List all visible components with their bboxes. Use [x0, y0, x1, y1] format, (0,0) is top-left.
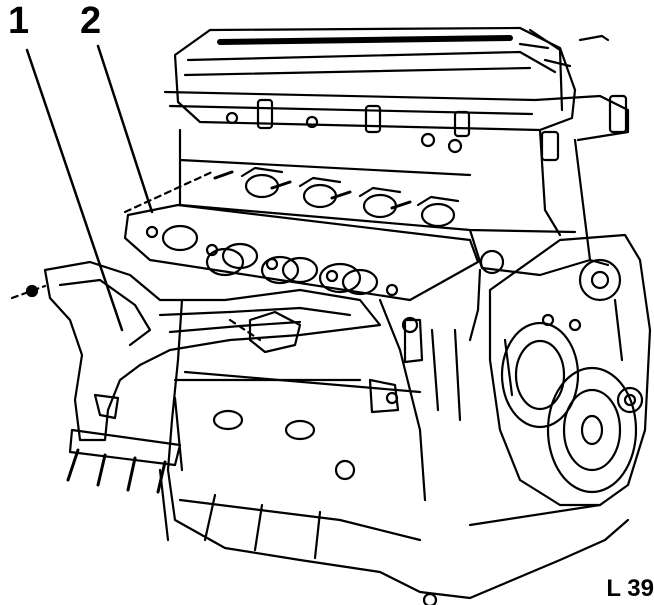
- callout-1: 1: [8, 0, 30, 42]
- valve-cover: [163, 26, 630, 162]
- cylinder-head: [178, 128, 610, 277]
- oil-pan: [158, 370, 630, 605]
- engine-block: [166, 268, 482, 502]
- callout-2: 2: [80, 0, 102, 42]
- exhaust-gasket: [123, 203, 480, 302]
- callout-leaders: [25, 44, 154, 332]
- timing-cover: [488, 233, 652, 507]
- exhaust-manifold: [10, 170, 382, 494]
- figure-code: L 39: [606, 575, 654, 602]
